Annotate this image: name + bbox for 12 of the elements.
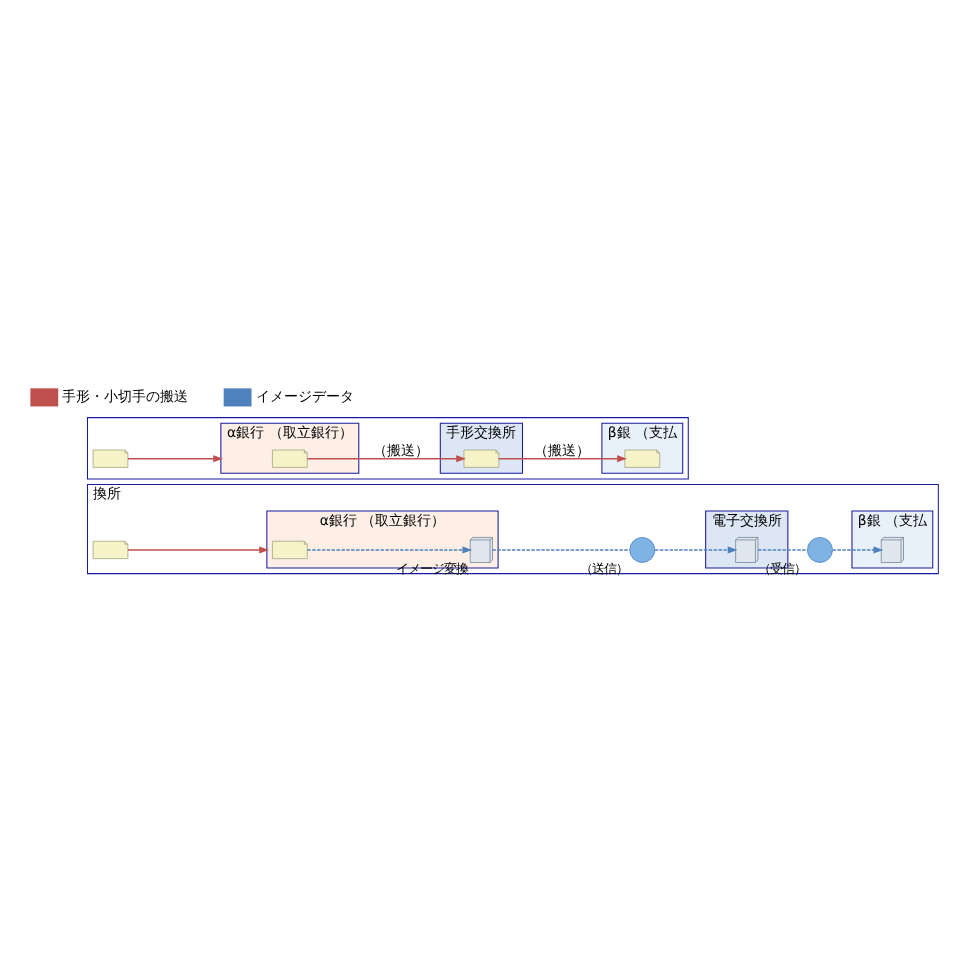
cluster [86,416,689,479]
node-circle [807,536,833,562]
arrow [306,545,473,553]
arrow [654,545,738,553]
connector [491,548,631,550]
arrow [831,545,884,553]
arrow [127,454,223,462]
arrow [498,454,627,462]
arrow [127,545,269,553]
arrow [306,454,466,462]
node-circle [629,536,656,562]
connector [757,548,808,550]
